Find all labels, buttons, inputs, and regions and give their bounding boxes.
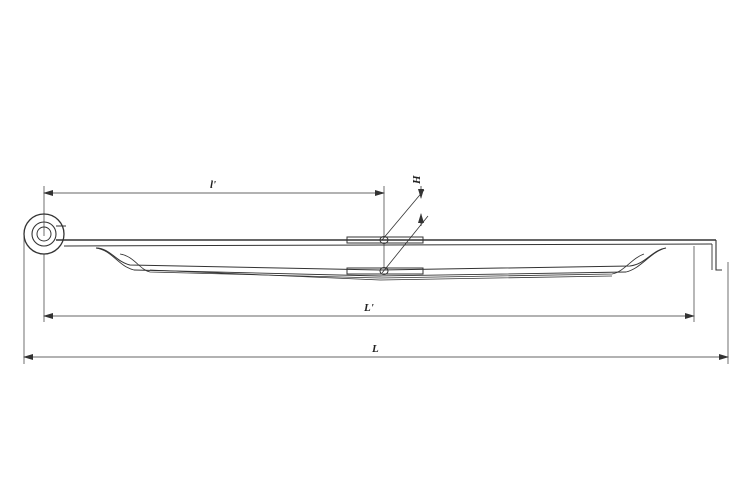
dim-label-L-prime: L' [363,302,374,314]
spring-eye [23,213,66,255]
dim-label-l-prime: l' [210,179,216,191]
dim-L: L [23,236,729,364]
dim-label-L: L [371,343,379,355]
secondary-leaves [95,247,667,281]
dim-l-prime: l' [43,179,385,236]
main-leaf [56,239,722,271]
dim-L-prime: L' [43,246,695,322]
dim-label-H: H [411,175,423,185]
dim-H: H [381,175,429,274]
